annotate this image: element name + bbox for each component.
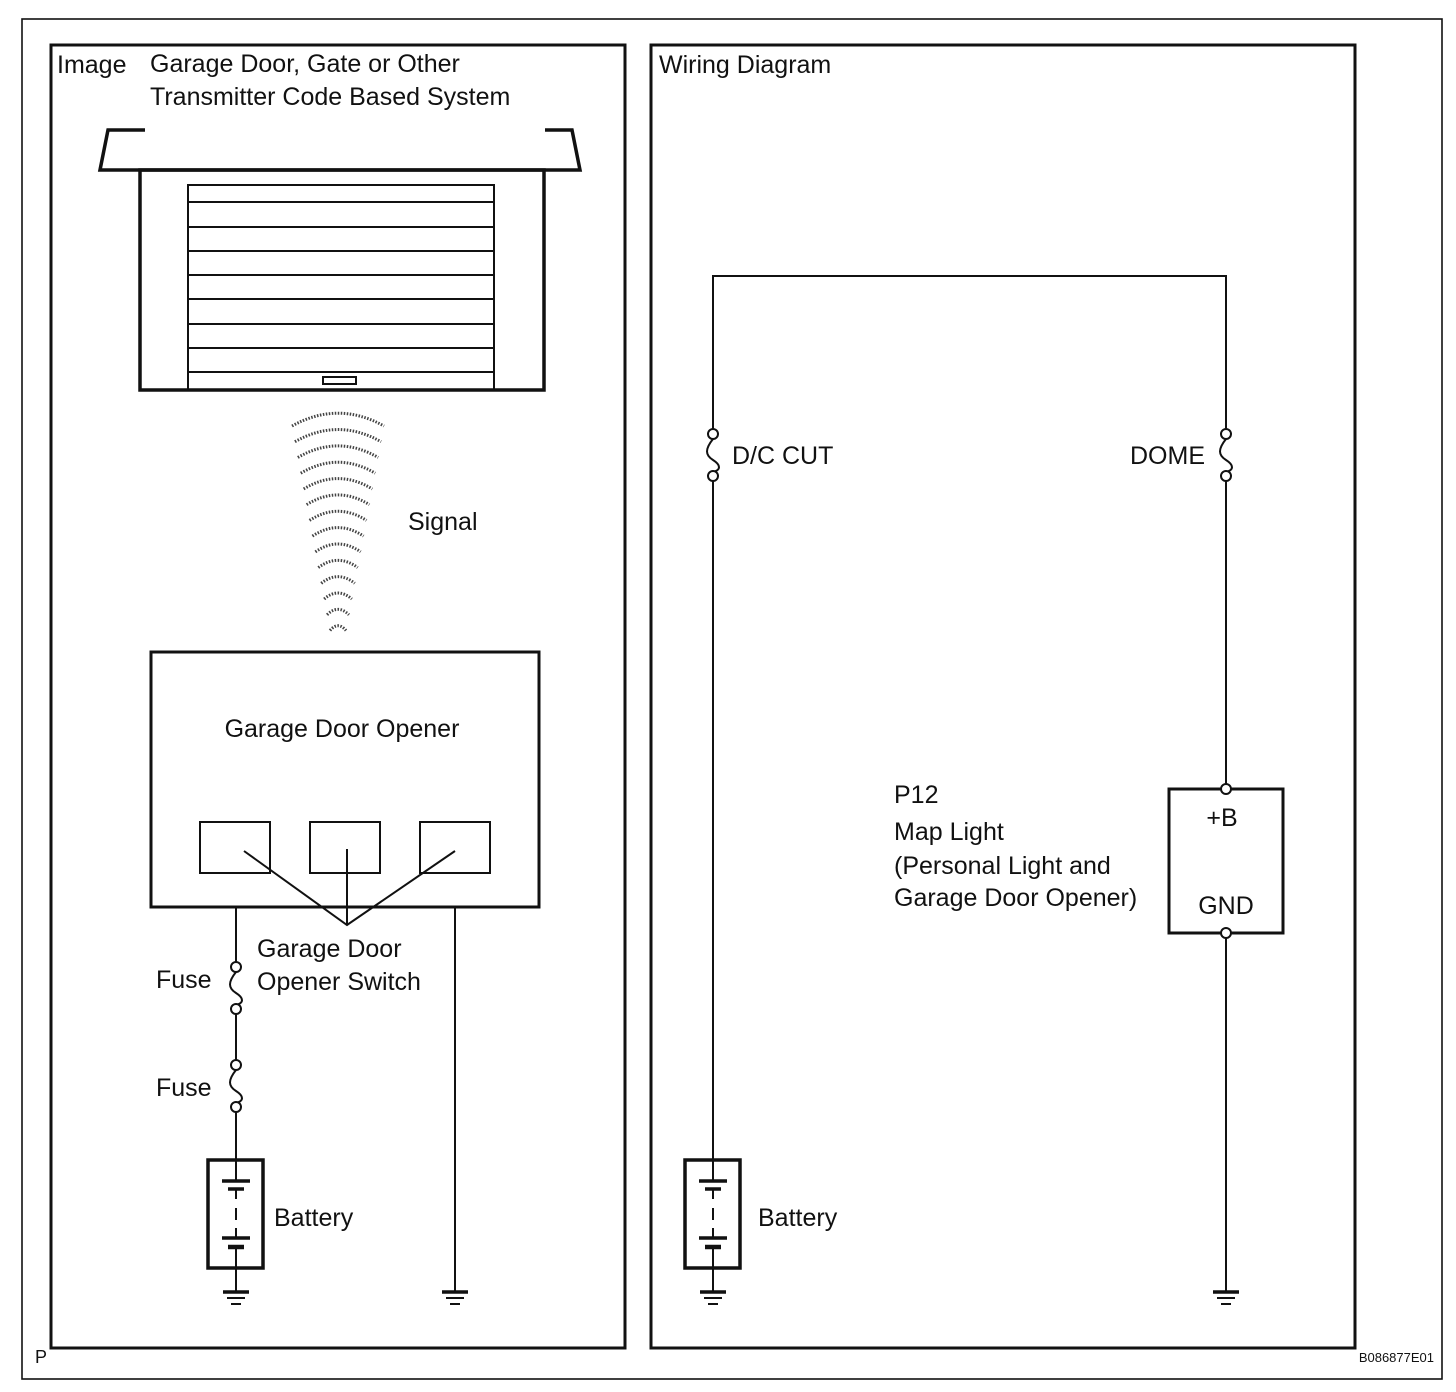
switch-label-line1: Garage Door xyxy=(257,935,402,963)
pin-plus-b-label: +B xyxy=(1206,804,1237,832)
ground-icon xyxy=(1213,1290,1239,1305)
garage-door-icon xyxy=(97,128,583,392)
component-code: P12 xyxy=(894,781,938,809)
terminal-plus-b xyxy=(1220,783,1232,795)
signal-arc xyxy=(308,509,368,522)
fuse-icon xyxy=(1219,428,1233,482)
figure-id: B086877E01 xyxy=(1359,1350,1434,1365)
image-panel-border xyxy=(49,43,627,1350)
signal-arc xyxy=(326,607,350,616)
door-handle xyxy=(322,376,357,385)
signal-arc xyxy=(294,428,382,444)
signal-label: Signal xyxy=(408,508,478,536)
battery-label-wiring: Battery xyxy=(758,1204,838,1232)
garage-door-opener-box xyxy=(149,650,541,909)
signal-wave-icon xyxy=(291,411,385,632)
signal-arc xyxy=(305,493,371,506)
signal-arc xyxy=(291,411,385,428)
signal-arc xyxy=(302,477,374,491)
wire xyxy=(712,275,1227,430)
wiring-panel: Wiring Diagram D/C CUT DOME xyxy=(649,43,1357,1350)
battery-icon xyxy=(683,1158,742,1270)
battery-icon xyxy=(206,1158,265,1270)
switch-label-line2: Opener Switch xyxy=(257,968,421,996)
garage-door-opener-label: Garage Door Opener xyxy=(225,715,460,743)
switch-leader-line xyxy=(243,850,456,927)
signal-arc xyxy=(328,624,348,632)
fuse-dome-label: DOME xyxy=(1130,442,1205,470)
fuse1-label: Fuse xyxy=(156,966,212,994)
image-panel: Image Garage Door, Gate or Other Transmi… xyxy=(49,43,627,1350)
opener-button-2 xyxy=(309,821,381,874)
fuse-icon xyxy=(229,961,243,1015)
signal-arc xyxy=(317,558,359,569)
fuse-icon xyxy=(229,1059,243,1113)
garage-roof xyxy=(97,128,583,172)
ground-icon xyxy=(223,1290,249,1305)
component-desc-line2: Garage Door Opener) xyxy=(894,884,1137,912)
wiring-panel-border xyxy=(649,43,1357,1350)
battery-label: Battery xyxy=(274,1204,354,1232)
opener-button-3 xyxy=(419,821,491,874)
signal-arc xyxy=(297,444,379,459)
fuse-icon xyxy=(706,428,720,482)
opener-button-1 xyxy=(199,821,271,874)
signal-arc xyxy=(320,575,356,585)
terminal-gnd xyxy=(1220,927,1232,939)
signal-arc xyxy=(300,460,376,475)
signal-arc xyxy=(323,591,353,601)
image-panel-title-line1: Garage Door, Gate or Other xyxy=(150,50,460,78)
ground-icon xyxy=(700,1290,726,1305)
image-panel-heading: Image xyxy=(57,51,126,79)
component-desc-line1: (Personal Light and xyxy=(894,852,1111,880)
signal-arc xyxy=(314,542,362,554)
outer-frame xyxy=(21,18,1443,1380)
image-panel-title-line2: Transmitter Code Based System xyxy=(150,83,510,111)
pin-gnd-label: GND xyxy=(1198,892,1254,920)
signal-arc xyxy=(311,526,365,538)
garage-door-panel xyxy=(187,184,495,391)
footer-left-mark: P xyxy=(35,1347,47,1367)
ground-icon xyxy=(442,1290,468,1305)
fuse2-label: Fuse xyxy=(156,1074,212,1102)
component-name: Map Light xyxy=(894,818,1004,846)
wiring-panel-heading: Wiring Diagram xyxy=(659,51,831,79)
fuse-dc-cut-label: D/C CUT xyxy=(732,442,833,470)
